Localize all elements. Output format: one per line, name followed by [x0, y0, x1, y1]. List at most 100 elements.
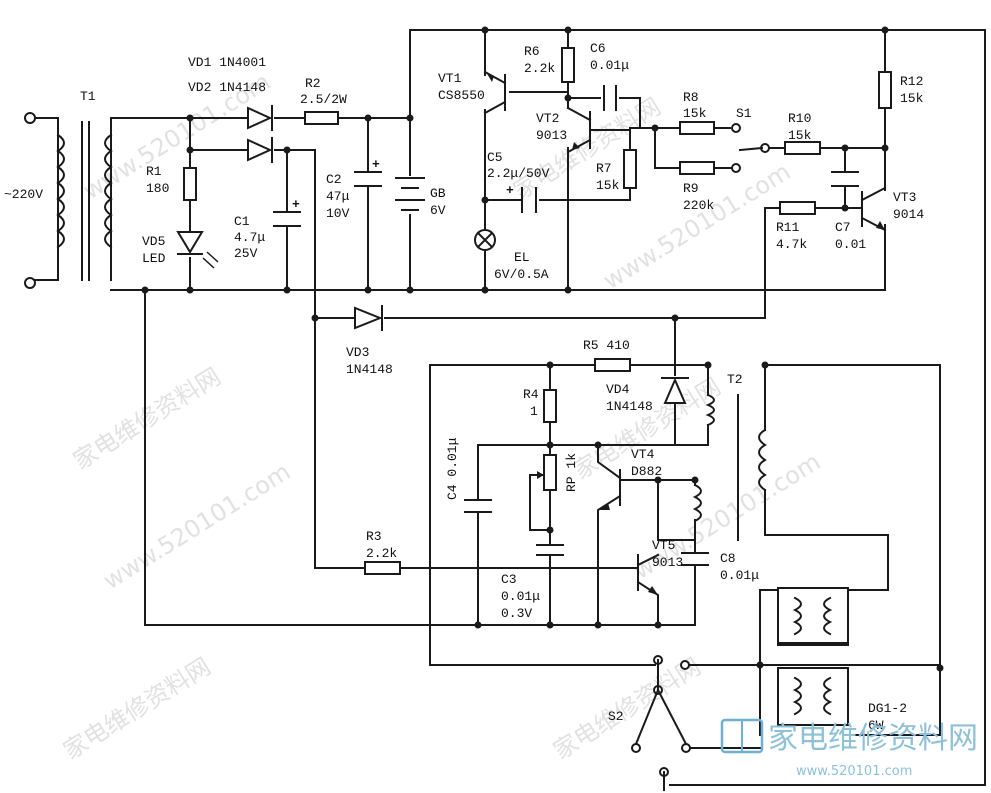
label-c7-value: 0.01	[835, 237, 866, 252]
led-vd5	[176, 231, 219, 269]
switch-s2[interactable]	[631, 655, 691, 791]
junctions	[141, 26, 944, 672]
label-c4: C4 0.01μ	[445, 437, 460, 500]
resistor-r11	[779, 201, 816, 215]
label-r11: R11	[776, 220, 800, 235]
label-vt4: VT4	[631, 447, 655, 462]
capacitor-c2: +	[354, 157, 382, 187]
transistor-vt4-arrow	[598, 503, 610, 510]
transistor-vt5-arrow	[648, 586, 658, 595]
battery-gb	[395, 177, 425, 211]
resistor-r4	[543, 389, 557, 423]
capacitor-c6	[603, 85, 617, 111]
resistor-r10	[784, 141, 821, 155]
label-rp: RP 1k	[564, 453, 579, 492]
label-r7-value: 15k	[596, 178, 620, 193]
label-c3-value: 0.01μ	[501, 589, 540, 604]
logo-cn-text: 家电维修资料网	[768, 721, 978, 756]
label-c2-value: 47μ	[326, 189, 350, 204]
label-r3-value: 2.2k	[366, 546, 397, 561]
label-c7: C7	[835, 220, 851, 235]
label-dg-value: 6W	[868, 718, 884, 733]
label-r12: R12	[900, 74, 923, 89]
label-r10: R10	[788, 111, 811, 126]
label-r9: R9	[683, 181, 699, 196]
label-c8: C8	[720, 551, 736, 566]
label-r2: R2	[305, 76, 321, 91]
capacitor-c3	[536, 544, 564, 556]
label-r6-value: 2.2k	[524, 61, 555, 76]
transformer-t1	[56, 121, 113, 281]
label-r2-value: 2.5/2W	[300, 92, 347, 107]
transistor-vt3	[860, 186, 887, 232]
label-vt2-value: 9013	[536, 128, 567, 143]
label-c6-value: 0.01μ	[590, 58, 629, 73]
capacitor-c4	[464, 499, 492, 513]
label-c5: C5	[487, 150, 503, 165]
transformer-dg1-2	[777, 587, 849, 726]
label-dg: DG1-2	[868, 701, 907, 716]
label-vd2: VD2 1N4148	[188, 80, 266, 95]
label-vt5: VT5	[652, 538, 675, 553]
wires	[34, 29, 986, 786]
label-c3: C3	[501, 572, 517, 587]
label-vd5: VD5	[142, 234, 165, 249]
label-vt1-value: CS8550	[438, 88, 485, 103]
capacitor-c1: +	[273, 197, 301, 227]
label-c5-value: 2.2μ/50V	[487, 166, 550, 181]
resistor-r3	[364, 561, 401, 575]
label-c2: C2	[326, 172, 342, 187]
watermark-cn: 家电维修资料网	[68, 362, 225, 475]
label-r4: R4	[523, 387, 539, 402]
logo-url-text: www.520101.com	[796, 764, 912, 779]
capacitor-c8	[681, 552, 709, 566]
label-vt3: VT3	[893, 190, 916, 205]
label-c3-voltage: 0.3V	[501, 606, 532, 621]
label-gb: GB	[430, 186, 446, 201]
resistor-r2	[304, 111, 339, 125]
label-r4-value: 1	[530, 404, 538, 419]
label-vd1: VD1 1N4001	[188, 55, 266, 70]
label-vd4-value: 1N4148	[606, 399, 653, 414]
resistor-r7	[623, 149, 637, 189]
label-r10-value: 15k	[788, 128, 812, 143]
label-vd4: VD4	[606, 382, 630, 397]
diode-vd2	[247, 137, 273, 163]
resistor-r8	[679, 121, 715, 135]
label-vd3: VD3	[346, 345, 369, 360]
diode-vd3	[354, 305, 383, 331]
capacitor-c5: +	[506, 183, 537, 213]
transistor-vt1	[483, 70, 507, 115]
label-r11-value: 4.7k	[776, 237, 807, 252]
label-c6: C6	[590, 41, 606, 56]
watermark-cn: 家电维修资料网	[58, 652, 215, 765]
svg-text:+: +	[372, 157, 380, 172]
label-r8: R8	[683, 90, 699, 105]
label-r7: R7	[596, 161, 612, 176]
potentiometer-rp	[529, 454, 557, 491]
watermark-cn: 家电维修资料网	[508, 92, 665, 205]
watermark-site: www.520101.com	[98, 458, 295, 596]
label-s2: S2	[608, 709, 624, 724]
component-labels: ~220V T1 VD1 1N4001 VD2 1N4148 R2 2.5/2W…	[4, 41, 924, 733]
diode-vd4	[661, 377, 689, 404]
site-logo: 家电维修资料网 www.520101.com	[720, 718, 978, 779]
mains-terminal	[24, 112, 36, 124]
label-vt2: VT2	[536, 111, 559, 126]
label-c1-value: 4.7μ	[234, 230, 265, 245]
switch-s1[interactable]	[731, 123, 770, 173]
label-r8-value: 15k	[683, 106, 707, 121]
label-c1: C1	[234, 214, 250, 229]
diode-vd1	[247, 105, 273, 131]
label-c2-voltage: 10V	[326, 206, 350, 221]
svg-text:+: +	[506, 183, 514, 198]
label-mains: ~220V	[4, 187, 43, 202]
label-c8-value: 0.01μ	[720, 568, 759, 583]
label-el-value: 6V/0.5A	[494, 267, 549, 282]
transformer-t2	[692, 393, 767, 541]
resistor-r1	[183, 167, 197, 201]
label-vt4-value: D882	[631, 464, 662, 479]
transistor-vt2	[566, 106, 631, 154]
resistor-r6	[561, 47, 575, 83]
